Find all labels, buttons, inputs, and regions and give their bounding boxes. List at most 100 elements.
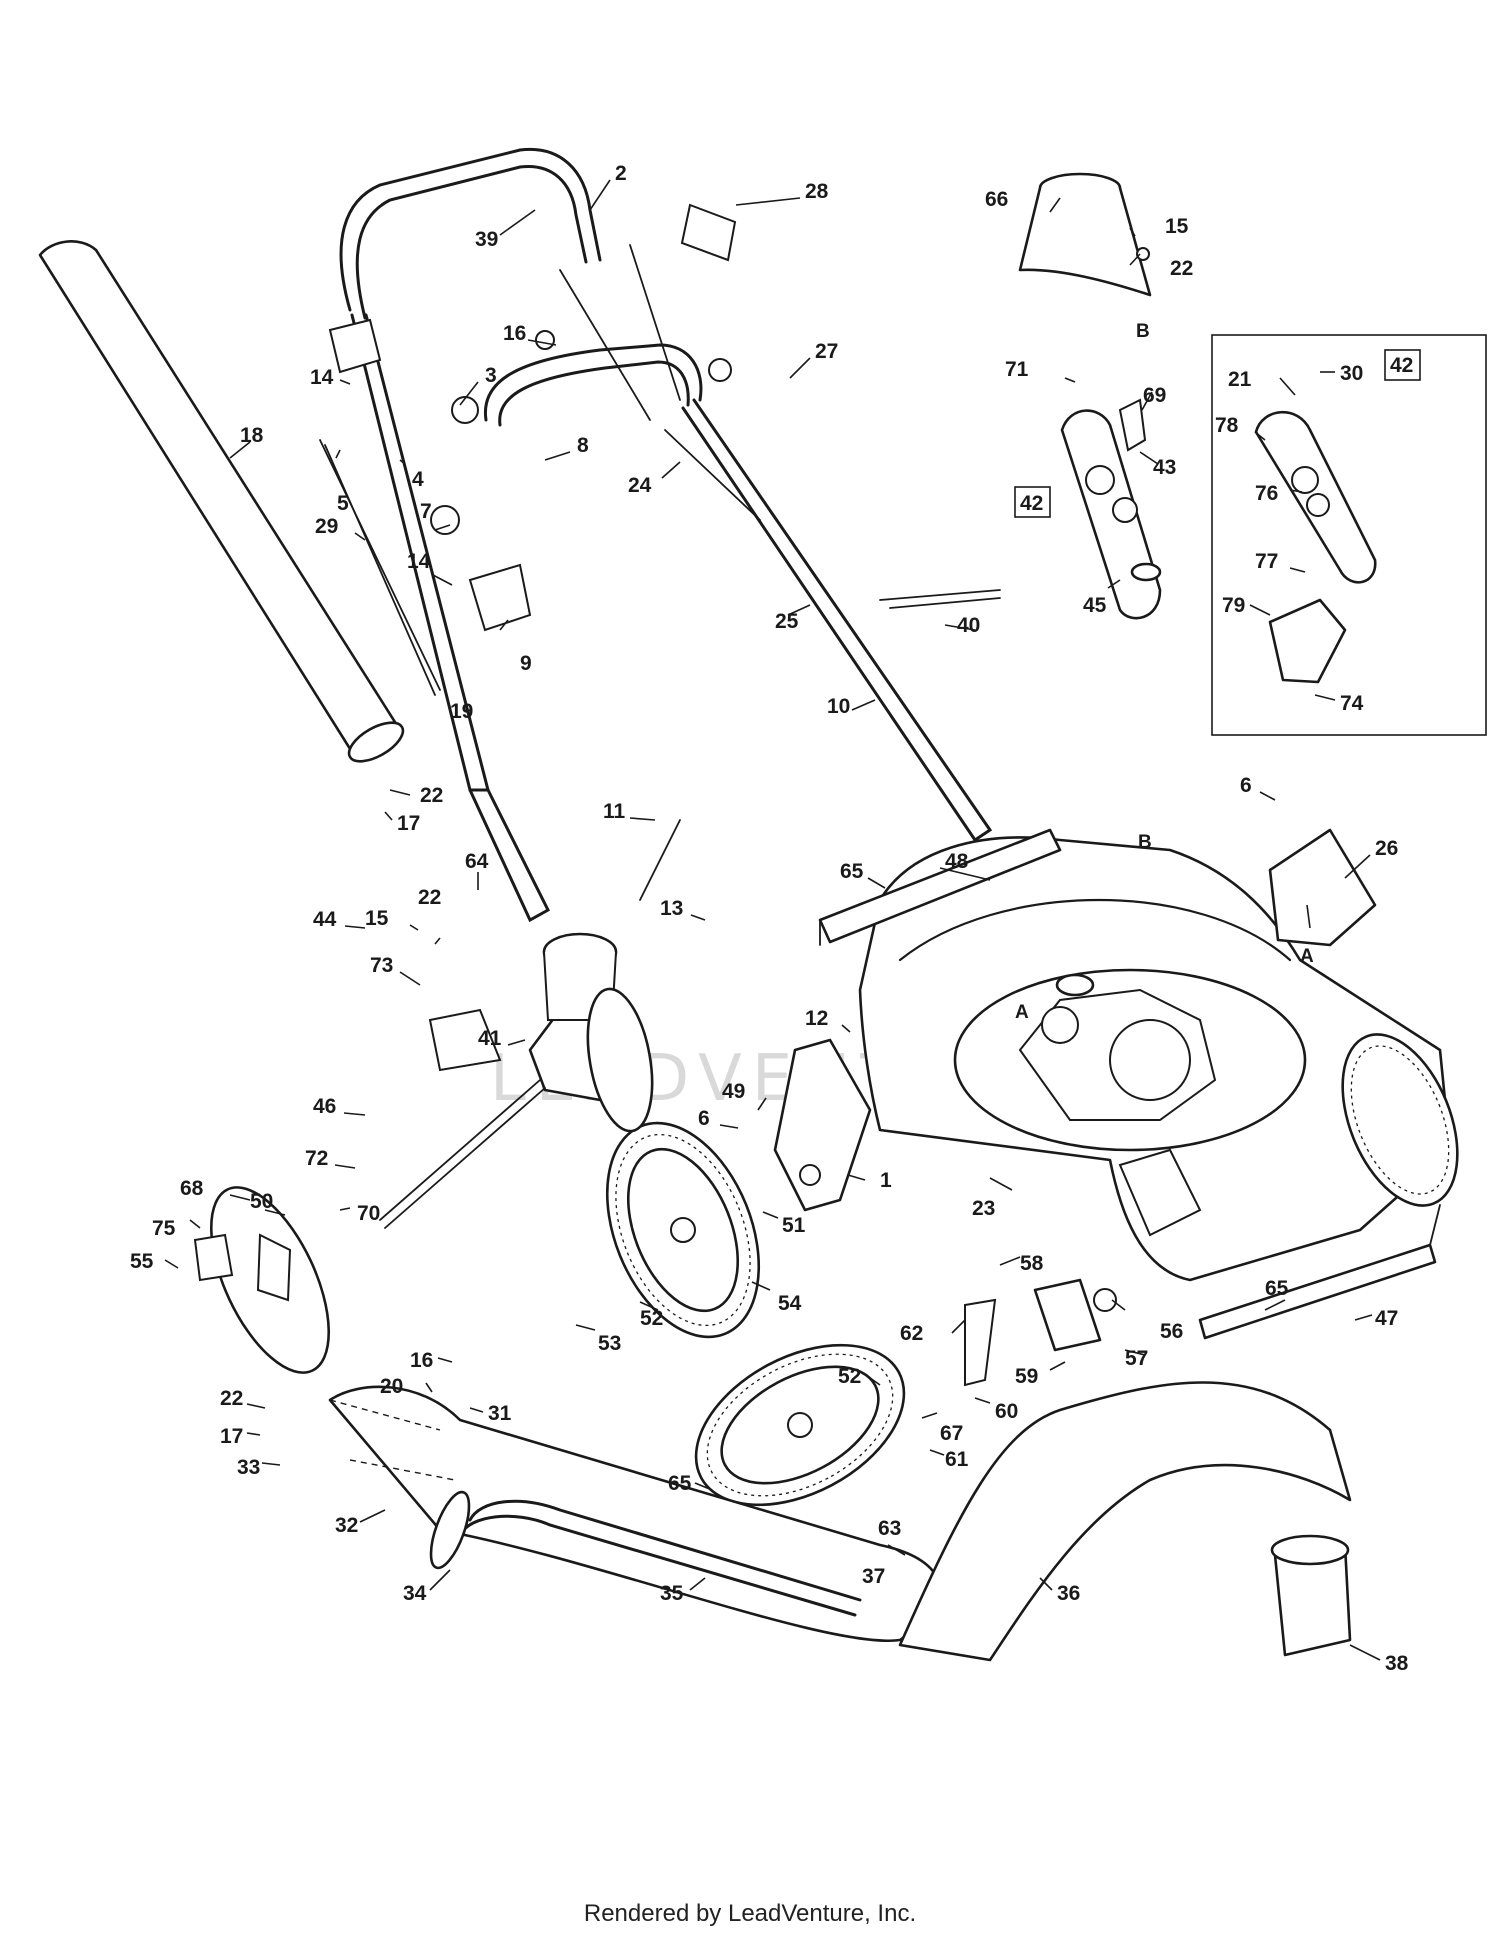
callout-37: 37 [862, 1565, 885, 1588]
callout-19: 19 [450, 700, 473, 723]
callout-43: 43 [1153, 456, 1176, 479]
callout-14-lower: 14 [407, 550, 431, 573]
callout-71: 71 [1005, 358, 1029, 381]
callout-29: 29 [315, 515, 338, 538]
callout-16-bag: 16 [410, 1349, 433, 1372]
callout-25: 25 [775, 610, 799, 633]
callout-27: 27 [815, 340, 838, 363]
wheel-63 [694, 1343, 906, 1507]
rear-wheel [1341, 1033, 1459, 1207]
kit-plate-79 [1268, 598, 1347, 684]
callout-14: 14 [310, 366, 334, 389]
callout-76: 76 [1255, 482, 1278, 505]
callout-3: 3 [485, 364, 497, 387]
callout-52-rear: 52 [838, 1365, 861, 1388]
callout-23: 23 [972, 1197, 995, 1220]
callout-75: 75 [152, 1217, 176, 1240]
callout-15: 15 [1165, 215, 1189, 238]
callout-17: 17 [397, 812, 420, 835]
callout-6: 6 [1240, 774, 1252, 797]
callout-64: 64 [465, 850, 489, 873]
callout-58: 58 [1020, 1252, 1044, 1275]
callout-15-trans: 15 [365, 907, 389, 930]
callout-26: 26 [1375, 837, 1398, 860]
callout-22-bag: 22 [220, 1387, 243, 1410]
callout-32: 32 [335, 1514, 358, 1537]
callout-70: 70 [357, 1202, 380, 1225]
callout-9: 9 [520, 652, 532, 675]
callout-74: 74 [1340, 692, 1364, 715]
callout-63: 63 [878, 1517, 901, 1540]
drive-pulley-68 [193, 1186, 331, 1374]
kit-42-tag-main [1014, 486, 1051, 518]
callout-65: 65 [840, 860, 864, 883]
footer-credit: Rendered by LeadVenture, Inc. [583, 1900, 917, 1927]
callout-10: 10 [827, 695, 850, 718]
callout-73: 73 [370, 954, 393, 977]
callout-68: 68 [180, 1177, 204, 1200]
callout-57: 57 [1125, 1347, 1148, 1370]
callout-56: 56 [1160, 1320, 1183, 1343]
callout-35: 35 [660, 1582, 684, 1605]
ref-a-deck: A [1015, 1002, 1029, 1023]
callout-49: 49 [722, 1080, 745, 1103]
callout-69: 69 [1143, 384, 1166, 407]
callout-12: 12 [805, 1007, 828, 1030]
height-adjuster-57 [964, 1278, 1117, 1387]
callout-16: 16 [503, 322, 526, 345]
handle-assembly [319, 147, 1001, 923]
callout-48: 48 [945, 850, 969, 873]
callout-5: 5 [337, 492, 349, 515]
callout-17-bag: 17 [220, 1425, 243, 1448]
callout-8: 8 [577, 434, 589, 457]
ref-b-chute: B [1136, 321, 1150, 342]
callout-46: 46 [313, 1095, 336, 1118]
transmission-41 [379, 932, 654, 1229]
callout-22-chute: 22 [1170, 257, 1193, 280]
callout-55: 55 [130, 1250, 154, 1273]
kit-42-box [1211, 334, 1487, 736]
callout-31: 31 [488, 1402, 512, 1425]
callout-2: 2 [615, 162, 627, 185]
reference-letters: B B A A [1015, 321, 1314, 1023]
callout-77: 77 [1255, 550, 1278, 573]
callout-50: 50 [250, 1190, 273, 1213]
ref-a-plate: A [1300, 946, 1314, 967]
callout-52: 52 [640, 1307, 663, 1330]
callout-11: 11 [603, 800, 626, 823]
rear-rod-47 [1198, 1204, 1441, 1340]
callout-53: 53 [598, 1332, 621, 1355]
callout-65-wheel: 65 [668, 1472, 692, 1495]
callout-45: 45 [1083, 594, 1107, 617]
callout-20: 20 [380, 1375, 403, 1398]
callout-60: 60 [995, 1400, 1018, 1423]
callout-34: 34 [403, 1582, 427, 1605]
hose-assembly [328, 1381, 1352, 1662]
callout-61: 61 [945, 1448, 969, 1471]
callout-51: 51 [782, 1214, 806, 1237]
callout-54: 54 [778, 1292, 802, 1315]
intake-tube [38, 240, 405, 763]
ref-b-deck: B [1138, 832, 1152, 853]
wheel-54 [605, 1121, 761, 1339]
callout-36: 36 [1057, 1582, 1080, 1605]
callout-42-kit: 42 [1390, 354, 1413, 377]
callout-39: 39 [475, 228, 498, 251]
plate-26 [1268, 828, 1377, 947]
callout-24: 24 [628, 474, 652, 497]
callout-42: 42 [1020, 492, 1043, 515]
callout-67: 67 [940, 1422, 963, 1445]
kit-42-tag [1384, 349, 1421, 381]
callout-40: 40 [957, 614, 980, 637]
callout-13: 13 [660, 897, 683, 920]
callout-labels: 2 28 39 16 27 3 14 5 4 8 24 7 18 29 14 9… [130, 162, 1413, 1675]
callout-47: 47 [1375, 1307, 1398, 1330]
callout-4: 4 [412, 468, 424, 491]
callout-18: 18 [240, 424, 264, 447]
callout-59: 59 [1015, 1365, 1038, 1388]
callout-41: 41 [478, 1027, 502, 1050]
callout-65-rear: 65 [1265, 1277, 1289, 1300]
axle-bar-48 [818, 828, 1062, 946]
callout-62: 62 [900, 1322, 923, 1345]
